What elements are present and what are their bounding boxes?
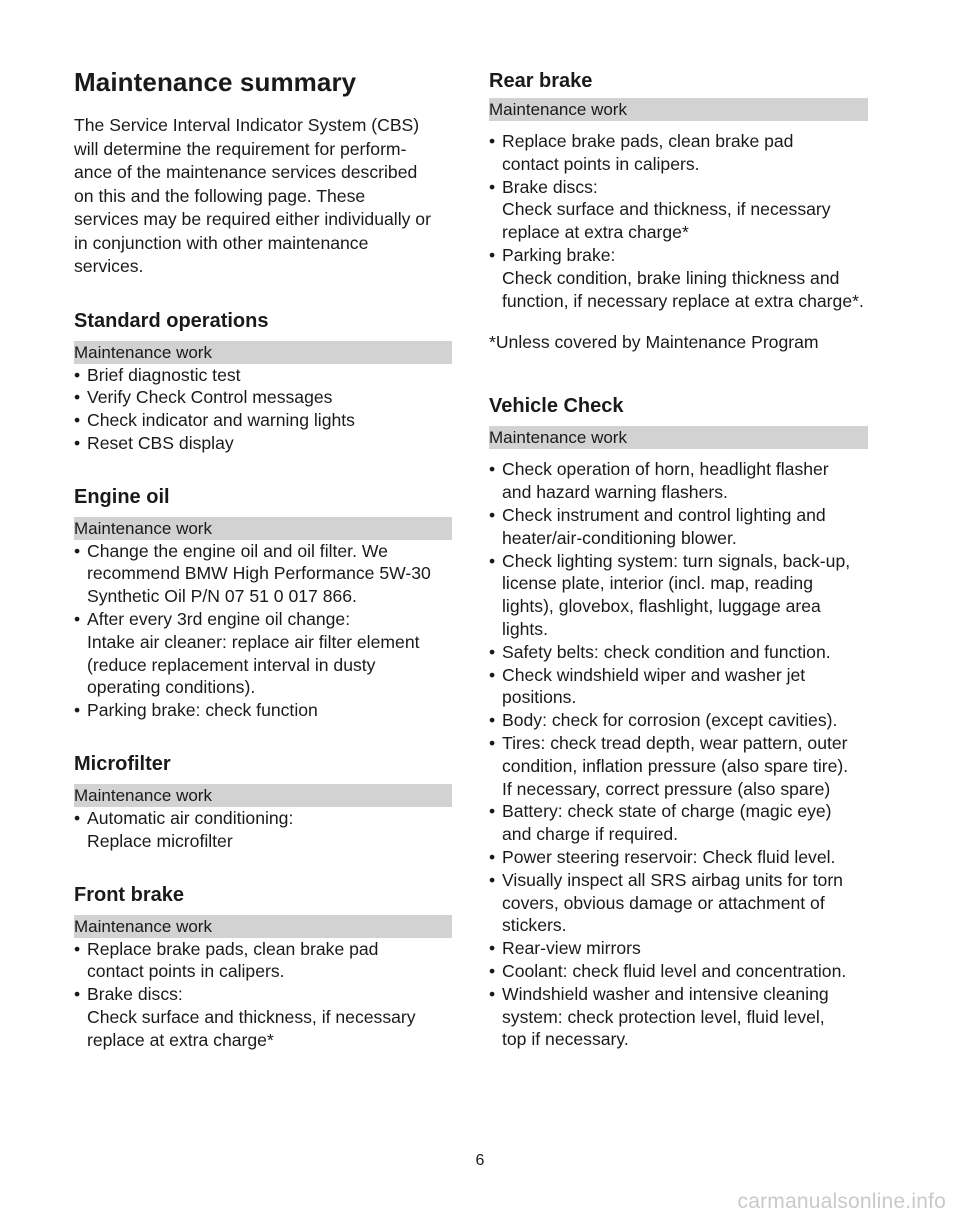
list-item: •Parking brake: Check condition, brake l… — [489, 244, 864, 311]
list-item: •Check lighting system: turn signals, ba… — [489, 550, 851, 639]
list-item: •Rear-view mirrors — [489, 938, 641, 959]
item-list: •Automatic air conditioning: Replace mic… — [74, 807, 452, 853]
list-item: •Replace brake pads, clean brake pad con… — [489, 131, 794, 174]
list-item: •Automatic air conditioning: Replace mic… — [74, 808, 294, 851]
section-heading: Vehicle Check — [489, 395, 624, 418]
list-item: •Coolant: check fluid level and concentr… — [489, 960, 847, 981]
list-item: •Check instrument and control lighting a… — [489, 504, 826, 548]
section-vehicle-check: Vehicle Check Maintenance work •Check op… — [489, 394, 868, 1051]
section-rear-brake: Rear brake Maintenance work •Replace bra… — [489, 66, 868, 312]
section-engine-oil: Engine oil Maintenance work •Change the … — [74, 485, 452, 722]
maintenance-work-bar: Maintenance work — [74, 340, 452, 364]
list-item: •Check indicator and warning lights — [74, 410, 355, 431]
section-heading: Rear brake — [489, 70, 593, 92]
list-item: •Verify Check Control messages — [74, 387, 333, 408]
item-list: •Parking brake: Check condition, brake l… — [489, 244, 868, 312]
list-item: •Brief diagnostic test — [74, 364, 241, 385]
list-item: •Parking brake: check function — [74, 700, 318, 721]
intro-paragraph: The Service Interval Indicator System (C… — [74, 115, 431, 276]
list-item: •Check windshield wiper and washer jet p… — [489, 664, 806, 708]
list-item: •Windshield washer and intensive cleanin… — [489, 983, 829, 1050]
list-item: •Body: check for corrosion (except cavit… — [489, 710, 838, 731]
item-list: •Change the engine oil and oil filter. W… — [74, 540, 452, 722]
list-item: •Replace brake pads, clean brake pad con… — [74, 938, 379, 982]
list-item: •Check operation of horn, headlight flas… — [489, 459, 829, 503]
left-column: Maintenance summary The Service Interval… — [74, 66, 452, 1052]
section-front-brake: Front brake Maintenance work •Replace br… — [74, 883, 452, 1052]
right-column: Rear brake Maintenance work •Replace bra… — [489, 66, 868, 1051]
list-item: •Reset CBS display — [74, 432, 234, 453]
item-list: •Replace brake pads, clean brake pad con… — [74, 938, 452, 1052]
maintenance-work-bar: Maintenance work — [74, 784, 452, 808]
list-item: •Brake discs: Check surface and thicknes… — [489, 176, 831, 243]
list-item: •Safety belts: check condition and funct… — [489, 641, 831, 662]
section-standard-operations: Standard operations Maintenance work •Br… — [74, 309, 452, 455]
list-item: •Battery: check state of charge (magic e… — [489, 801, 832, 845]
section-heading: Engine oil — [74, 485, 170, 508]
page-title: Maintenance summary — [74, 67, 357, 97]
list-item: •Change the engine oil and oil filter. W… — [74, 540, 431, 607]
section-heading: Microfilter — [74, 753, 171, 776]
footnote: *Unless covered by Maintenance Program — [489, 332, 819, 353]
item-list: •Brief diagnostic test •Verify Check Con… — [74, 364, 452, 455]
section-microfilter: Microfilter Maintenance work •Automatic … — [74, 752, 452, 853]
section-heading: Standard operations — [74, 309, 269, 332]
maintenance-work-bar: Maintenance work — [74, 914, 452, 938]
item-list: •Check operation of horn, headlight flas… — [489, 458, 868, 1051]
item-list: •Replace brake pads, clean brake pad con… — [489, 130, 868, 244]
list-item: •Power steering reservoir: Check fluid l… — [489, 846, 836, 867]
section-heading: Front brake — [74, 883, 185, 906]
maintenance-work-bar: Maintenance work — [489, 426, 868, 450]
list-item: •Tires: check tread depth, wear pattern,… — [489, 732, 849, 799]
maintenance-work-bar: Maintenance work — [74, 516, 452, 540]
watermark: carmanualsonline.info — [737, 1190, 946, 1213]
list-item: •Brake discs: Check surface and thicknes… — [74, 984, 416, 1050]
list-item: •Visually inspect all SRS airbag units f… — [489, 869, 843, 936]
page-number: 6 — [475, 1152, 485, 1169]
list-item: •After every 3rd engine oil change: Inta… — [74, 609, 420, 698]
maintenance-work-bar: Maintenance work — [489, 98, 868, 121]
